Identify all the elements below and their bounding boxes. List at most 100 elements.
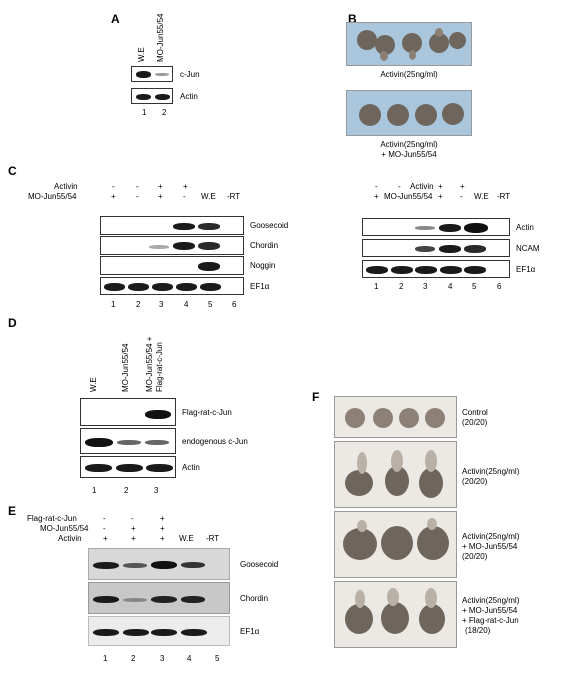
treat-label-mo: MO-Jun55/54 (384, 192, 433, 201)
treat-value: + (374, 192, 379, 201)
gene-label-chordin: Chordin (250, 241, 279, 250)
blot-d-flag (80, 398, 176, 426)
panel-label-d: D (8, 316, 17, 330)
embryo-photo-activin (334, 441, 457, 508)
lane-number: 3 (423, 282, 428, 291)
lane-number: 2 (124, 486, 129, 495)
treat-label-flag: Flag-rat-c-Jun (27, 514, 77, 523)
lane-label-we: W.E (179, 534, 194, 543)
lane-label-we: W.E (474, 192, 489, 201)
gene-label-ef1a: EF1α (516, 265, 536, 274)
lane-number: 4 (184, 300, 189, 309)
treat-value: - (460, 192, 463, 201)
treat-value: + (438, 182, 443, 191)
treat-label-mo: MO-Jun55/54 (28, 192, 77, 201)
treat-value: + (183, 182, 188, 191)
treat-value: - (136, 192, 139, 201)
lane-number: 1 (111, 300, 116, 309)
caption-b1: Activin(25ng/ml) (380, 70, 438, 79)
lane-number: 2 (399, 282, 404, 291)
panel-label-e: E (8, 504, 17, 518)
treat-value: + (160, 514, 165, 523)
blot-c-right-ef1a (362, 260, 510, 278)
gene-label-actin: Actin (516, 223, 534, 232)
blot-a-actin (131, 88, 173, 104)
embryo-photo-control (334, 396, 457, 438)
treat-value: + (438, 192, 443, 201)
blot-c-chordin (100, 236, 244, 255)
treat-value: + (111, 192, 116, 201)
row-label-flag: Flag-rat-c-Jun (182, 408, 232, 417)
blot-c-ef1a (100, 277, 244, 295)
caption-f2-line1: Activin(25ng/ml) (462, 467, 520, 476)
lane-number: 2 (136, 300, 141, 309)
treat-value: + (160, 524, 165, 533)
treat-label-activin: Activin (410, 182, 434, 191)
treat-value: + (158, 192, 163, 201)
embryo-photo-activin (346, 22, 472, 66)
blot-d-actin (80, 456, 176, 478)
caption-f3-line1: Activin(25ng/ml) (462, 532, 520, 541)
lane-label-rt: -RT (227, 192, 241, 201)
blot-c-actin (362, 218, 510, 236)
lane-number: 1 (103, 654, 108, 663)
blot-e-ef1a (88, 616, 230, 646)
treat-value: - (136, 182, 139, 191)
lane-number: 3 (160, 654, 165, 663)
caption-f4-line1: Activin(25ng/ml) (462, 596, 520, 605)
treat-value: + (131, 524, 136, 533)
lane-label-rt: -RT (206, 534, 220, 543)
blot-e-goosecoid (88, 548, 230, 580)
lane-number: 1 (142, 108, 147, 117)
caption-f3-line3: (20/20) (462, 552, 488, 561)
lane-number: 6 (497, 282, 502, 291)
gene-label-goosecoid: Goosecoid (250, 221, 289, 230)
caption-b2: Activin(25ng/ml) (380, 140, 438, 149)
treat-value: + (131, 534, 136, 543)
caption-b3: + MO-Jun55/54 (381, 150, 437, 159)
treat-value: - (183, 192, 186, 201)
lane-number: 4 (187, 654, 192, 663)
lane-number: 5 (215, 654, 220, 663)
gene-label-goosecoid: Goosecoid (240, 560, 279, 569)
caption-f2-line2: (20/20) (462, 477, 488, 486)
treat-value: + (103, 534, 108, 543)
embryo-photo-activin-mo (346, 90, 472, 136)
lane-label-mo: MO-Jun55/54 (121, 343, 130, 392)
blot-d-endogenous (80, 428, 176, 454)
gene-label-ef1a: EF1α (240, 627, 260, 636)
treat-value: + (158, 182, 163, 191)
treat-label-activin: Activin (54, 182, 78, 191)
treat-label-activin: Activin (58, 534, 82, 543)
lane-number: 5 (472, 282, 477, 291)
caption-f4-line2: + MO-Jun55/54 (462, 606, 518, 615)
caption-f1-line1: Control (462, 408, 488, 417)
panel-label-f: F (312, 390, 320, 404)
gene-label-ef1a: EF1α (250, 282, 270, 291)
blot-c-noggin (100, 256, 244, 275)
treat-value: + (460, 182, 465, 191)
lane-number: 1 (92, 486, 97, 495)
row-label-endogenous: endogenous c-Jun (182, 437, 248, 446)
treat-value: - (112, 182, 115, 191)
treat-value: - (398, 182, 401, 191)
lane-number: 4 (448, 282, 453, 291)
treat-value: - (375, 182, 378, 191)
lane-label-we: W.E (89, 377, 98, 392)
gene-label-ncam: NCAM (516, 244, 540, 253)
caption-f3-line2: + MO-Jun55/54 (462, 542, 518, 551)
treat-value: - (103, 514, 106, 523)
blot-e-chordin (88, 582, 230, 614)
lane-number: 6 (232, 300, 237, 309)
lane-number: 3 (154, 486, 159, 495)
treat-value: + (160, 534, 165, 543)
lane-label-we: W.E (201, 192, 216, 201)
lane-label-rt: -RT (497, 192, 511, 201)
panel-label-b: B (348, 12, 357, 26)
blot-c-goosecoid (100, 216, 244, 235)
treat-label-mo: MO-Jun55/54 (40, 524, 89, 533)
treat-value: - (103, 524, 106, 533)
gene-label-chordin: Chordin (240, 594, 269, 603)
blot-a-cjun (131, 66, 173, 82)
treat-value: - (398, 192, 401, 201)
